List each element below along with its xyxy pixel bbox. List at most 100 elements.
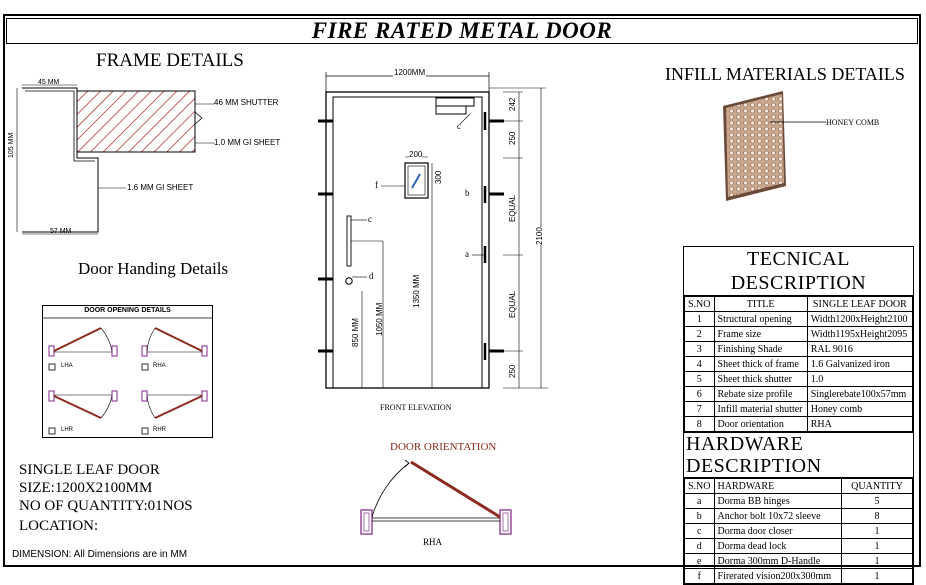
hw-cell-no: e: [684, 553, 715, 569]
door-handing-heading: Door Handing Details: [78, 259, 229, 278]
hw-cell-qty: 5: [841, 493, 913, 509]
tech-cell-value: RHA: [806, 416, 914, 432]
callout-f-vision: f: [375, 180, 378, 190]
hw-cell-no: b: [684, 508, 715, 524]
tech-cell-no: 7: [684, 401, 715, 417]
description-panel: TECNICAL DESCRIPTION S.NO TITLE SINGLE L…: [683, 246, 914, 585]
hw-cell-no: f: [684, 568, 715, 584]
callout-b-anchor: b: [465, 188, 470, 198]
tech-cell-no: 6: [684, 386, 715, 402]
tech-cell-title: Door orientation: [713, 416, 808, 432]
tech-cell-value: Width1200xHeight2100: [806, 311, 914, 327]
gi-sheet-label: 1.0 MM GI SHEET: [214, 138, 281, 147]
tech-cell-no: 1: [684, 311, 715, 327]
front-elevation-drawing: [318, 72, 548, 389]
drawing-border: [3, 14, 921, 567]
tech-cell-title: Rebate size profile: [713, 386, 808, 402]
hw-col-qty: QUANTITY: [841, 478, 913, 494]
door-opening-box-title: DOOR OPENING DETAILS: [84, 307, 171, 314]
callout-a-hinge: a: [465, 249, 469, 259]
hw-cell-item: Dorma BB hinges: [713, 493, 843, 509]
hw-cell-qty: 1: [841, 523, 913, 539]
hw-cell-qty: 1: [841, 538, 913, 554]
technical-header-row: S.NO TITLE SINGLE LEAF DOOR: [684, 296, 914, 312]
tech-cell-value: Honey comb: [806, 401, 914, 417]
technical-description-heading: TECNICAL DESCRIPTION: [684, 247, 913, 296]
hw-cell-item: Dorma 300mm D-Handle: [713, 553, 843, 569]
honeycomb-panel: [723, 91, 826, 201]
tech-cell-title: Finishing Shade: [713, 341, 808, 357]
hw-cell-item: Anchor bolt 10x72 sleeve: [713, 508, 843, 524]
handing-option-rhr: RHR: [153, 427, 166, 433]
hw-cell-qty: 8: [841, 508, 913, 524]
tech-cell-title: Sheet thick of frame: [713, 356, 808, 372]
hw-cell-item: Dorma door closer: [713, 523, 843, 539]
tech-cell-title: Sheet thick shutter: [713, 371, 808, 387]
tech-cell-no: 8: [684, 416, 715, 432]
frame-sheet-label: 1.6 MM GI SHEET: [127, 183, 194, 192]
hw-cell-qty: 1: [841, 568, 913, 584]
hw-cell-item: Dorma dead lock: [713, 538, 843, 554]
honey-comb-label: HONEY COMB: [826, 118, 880, 127]
handing-option-lha: LHA: [61, 363, 73, 369]
tech-cell-value: 1.0: [806, 371, 914, 387]
tech-cell-no: 4: [684, 356, 715, 372]
tech-col-sno: S.NO: [684, 296, 715, 312]
tech-cell-value: RAL 9016: [806, 341, 914, 357]
tech-cell-no: 3: [684, 341, 715, 357]
handing-option-lhr: LHR: [61, 427, 74, 433]
tech-col-value: SINGLE LEAF DOOR: [806, 296, 914, 312]
tech-cell-title: Infill material shutter: [713, 401, 808, 417]
frame-dim-bottom: 57 MM: [50, 228, 72, 235]
hw-cell-no: a: [684, 493, 715, 509]
summary-line-3: NO OF QUANTITY:01NOS: [19, 498, 193, 514]
door-opening-diagrams: [42, 317, 213, 435]
dimension-note: DIMENSION: All Dimensions are in MM: [12, 549, 188, 560]
frame-dim-top: 45 MM: [38, 79, 60, 86]
vision-width-dim: 200: [409, 150, 423, 159]
front-elevation-caption: FRONT ELEVATION: [380, 403, 452, 412]
frame-detail-drawing: [16, 84, 215, 235]
hw-cell-no: d: [684, 538, 715, 554]
handing-option-rha: RHA: [153, 363, 166, 369]
drawing-title: FIRE RATED METAL DOOR: [6, 18, 918, 44]
callout-d-lock: d: [369, 271, 374, 281]
tech-cell-no: 2: [684, 326, 715, 342]
callout-c-handle: c: [368, 214, 372, 224]
hw-col-item: HARDWARE: [713, 478, 843, 494]
tech-cell-title: Structural opening: [713, 311, 808, 327]
hw-cell-no: c: [684, 523, 715, 539]
summary-line-2: SIZE:1200X2100MM: [19, 480, 153, 496]
hardware-description-heading: HARDWARE DESCRIPTION: [684, 432, 913, 478]
door-orientation-label: RHA: [423, 537, 443, 547]
summary-line-4: LOCATION:: [19, 518, 99, 534]
elevation-width-dim: 1200MM: [393, 68, 427, 77]
hardware-header-row: S.NO HARDWARE QUANTITY: [684, 478, 913, 494]
tech-col-title: TITLE: [713, 296, 808, 312]
door-orientation-diagram: [360, 459, 512, 535]
hw-cell-qty: 1: [841, 553, 913, 569]
tech-cell-title: Frame size: [713, 326, 808, 342]
hw-cell-item: Firerated vision200x300mm: [713, 568, 843, 584]
tech-cell-value: Width1195xHeight2095: [806, 326, 914, 342]
tech-cell-value: Singlerebate100x57mm: [806, 386, 914, 402]
summary-line-1: SINGLE LEAF DOOR: [19, 462, 160, 478]
hw-col-sno: S.NO: [684, 478, 715, 494]
frame-details-heading: FRAME DETAILS: [96, 50, 244, 71]
